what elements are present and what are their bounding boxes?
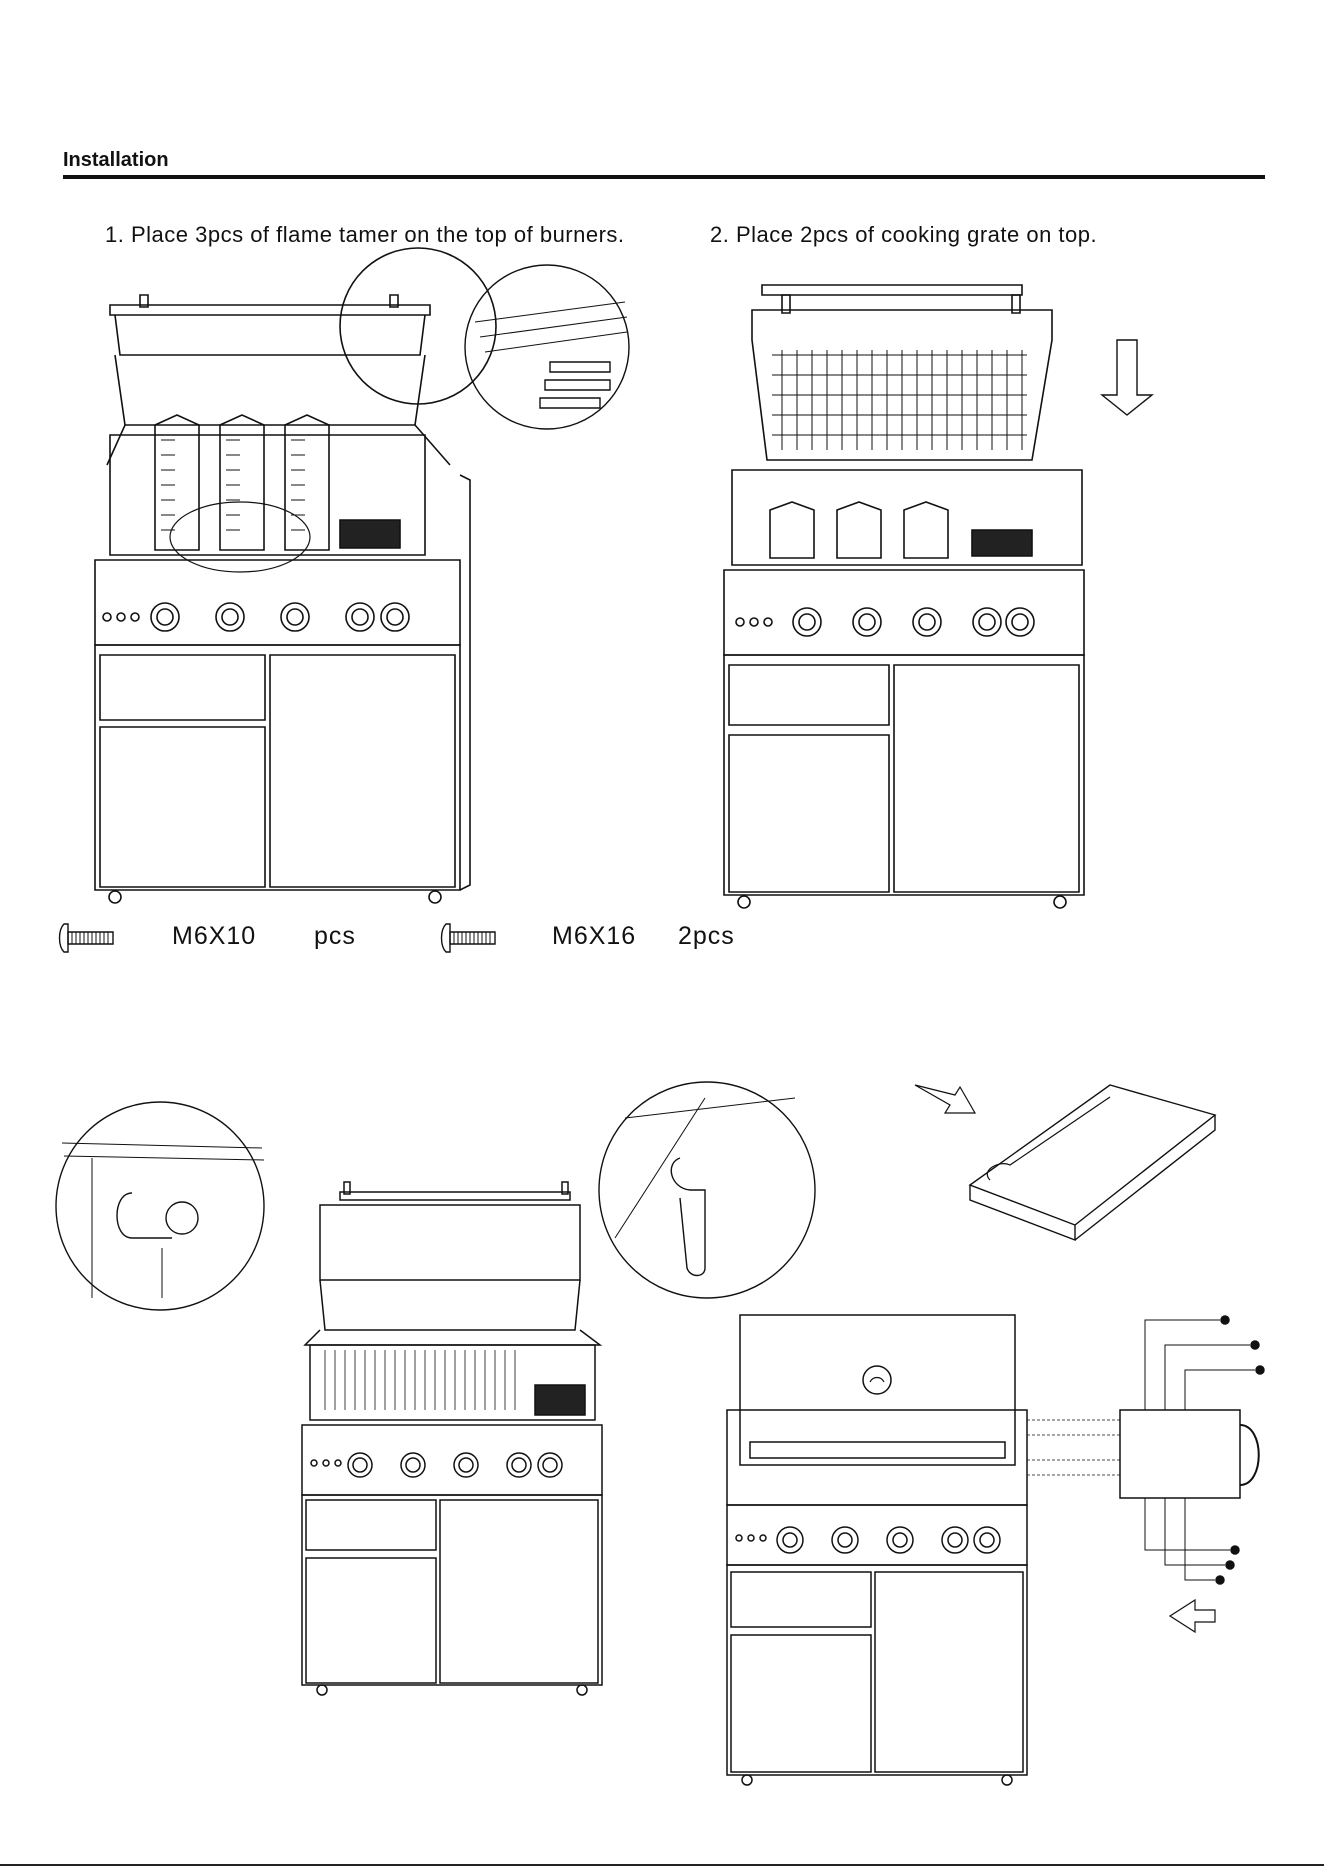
control-knobs-2 [736,608,1034,636]
screw-icon [58,920,118,956]
left-arrow-icon [1170,1600,1215,1632]
section-title: Installation [63,149,169,172]
screw-icon [440,920,500,956]
step-2-instruction: 2. Place 2pcs of cooking grate on top. [710,222,1097,248]
hardware-1-qty: pcs [314,922,356,951]
grill-front-side-shelf-illustration [725,1310,1265,1790]
side-shelf-illustration [910,1075,1230,1275]
grill-flame-tamer-illustration [85,265,475,915]
grill-cooking-grate-illustration [722,280,1142,920]
control-knobs-3 [311,1453,562,1477]
bottom-rule [0,1864,1324,1866]
lid-hinge-detail-right [595,1078,820,1303]
control-knobs [103,603,409,631]
title-rule [63,175,1265,179]
lid-hinge-detail-left [52,1098,272,1318]
arrow-icon [915,1085,975,1113]
hardware-2-qty: 2pcs [678,922,735,951]
down-arrow-icon [1102,340,1152,415]
flame-tamer-detail-callout [455,262,645,432]
hardware-2-spec: M6X16 [552,922,636,951]
control-knobs-4 [736,1527,1000,1553]
hardware-1-spec: M6X10 [172,922,256,951]
step-1-instruction: 1. Place 3pcs of flame tamer on the top … [105,222,625,248]
grill-open-lid-illustration [300,1180,610,1700]
